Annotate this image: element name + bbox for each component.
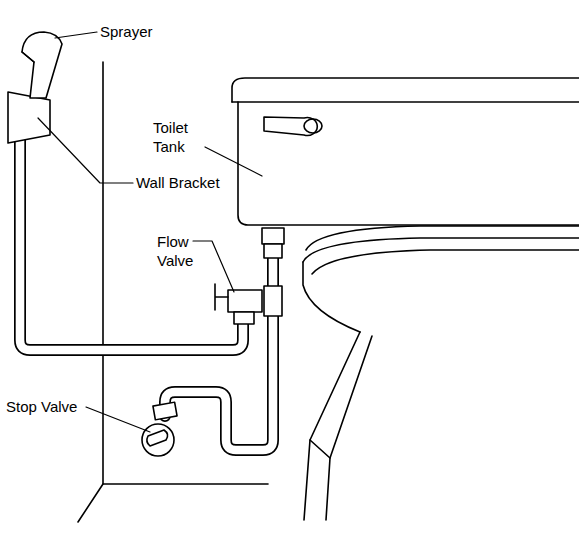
flush-handle-knob [304, 119, 322, 133]
leader-line [193, 241, 234, 292]
leader-line [38, 118, 133, 183]
part-label: Stop Valve [6, 397, 106, 416]
hose [20, 140, 243, 350]
tank-nut [262, 228, 284, 244]
sprayer-head [22, 32, 62, 98]
stop-valve-nut [153, 402, 177, 420]
leader-line [205, 147, 262, 176]
pedestal-foot [310, 440, 330, 520]
pedestal [304, 332, 360, 520]
wall-bracket [8, 92, 50, 143]
part-label: Sprayer [100, 22, 190, 41]
pedestal-back [330, 336, 372, 458]
wall-line [78, 62, 103, 522]
bowl-rim [312, 250, 579, 274]
leader-line [55, 32, 97, 38]
supply-pipe [165, 258, 273, 450]
tank-lid [232, 78, 579, 102]
part-label: Toilet Tank [153, 118, 203, 156]
part-label: Flow Valve [157, 232, 201, 270]
sprayer-detail [22, 52, 34, 62]
flow-valve-nut [234, 312, 254, 324]
tee-fitting [264, 286, 282, 316]
flow-valve-handle [215, 284, 228, 310]
tank-connector [264, 244, 282, 258]
tank-body [238, 102, 579, 225]
bowl-front [303, 262, 360, 332]
tank-lid-edge [232, 101, 579, 103]
stop-valve-body [142, 424, 174, 456]
supply-pipe-inner [165, 258, 273, 450]
leader-line [86, 407, 150, 432]
flow-valve-body [228, 290, 262, 312]
hose-inner [20, 140, 243, 350]
part-label: Wall Bracket [136, 173, 246, 192]
floor-line [103, 483, 268, 485]
